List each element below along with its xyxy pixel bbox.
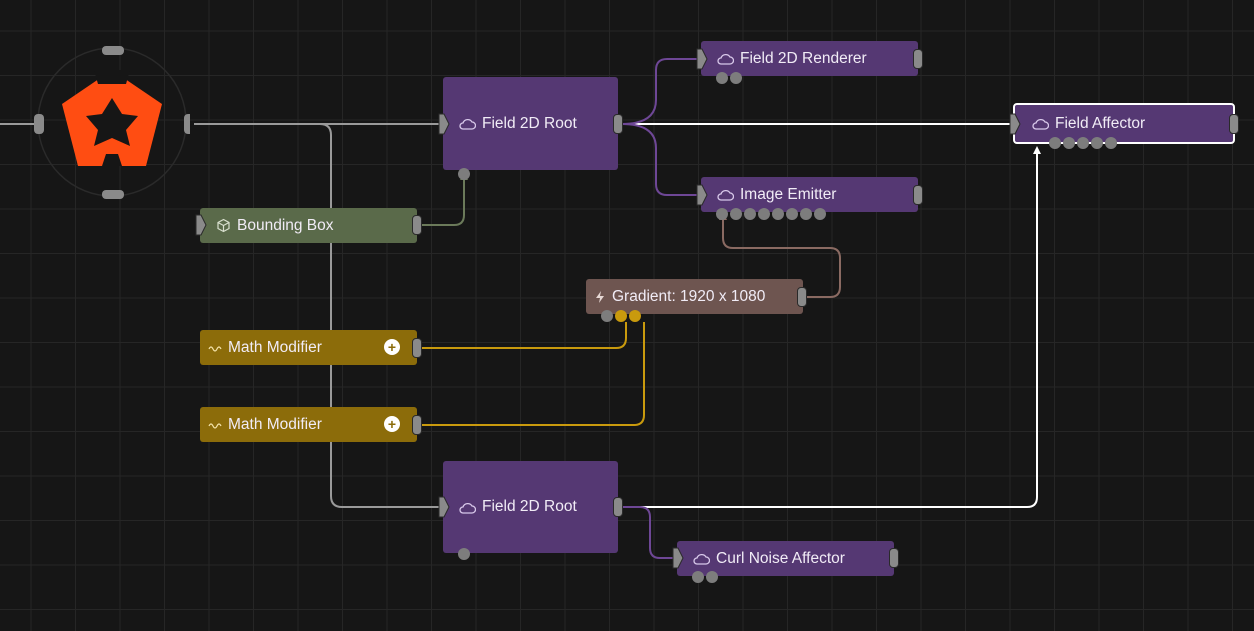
input-port[interactable]	[438, 113, 450, 135]
slot-dot[interactable]	[1105, 137, 1117, 149]
slot-dot[interactable]	[716, 208, 728, 220]
node-label: Math Modifier	[228, 415, 322, 433]
cube-icon	[217, 218, 230, 233]
image-emitter-node[interactable]: Image Emitter	[701, 177, 918, 212]
node-label: Field 2D Root	[482, 114, 577, 132]
bolt-icon	[596, 290, 604, 303]
cloud-icon	[717, 189, 734, 201]
field-affector-node[interactable]: Field Affector	[1013, 103, 1235, 144]
node-label: Gradient: 1920 x 1080	[612, 287, 766, 305]
slot-dot[interactable]	[730, 208, 742, 220]
plus-icon[interactable]: +	[384, 339, 400, 355]
input-arrow	[1033, 146, 1041, 154]
output-port[interactable]	[889, 548, 899, 568]
output-port[interactable]	[913, 49, 923, 69]
wire-root1-to-emitter	[621, 123, 700, 196]
wire-logo-to-root2	[319, 123, 442, 508]
node-label: Curl Noise Affector	[716, 549, 845, 567]
math-modifier-node[interactable]: Math Modifier	[200, 407, 417, 442]
node-label: Math Modifier	[228, 338, 322, 356]
slot-dot[interactable]	[1091, 137, 1103, 149]
logo-node[interactable]	[34, 44, 194, 200]
field-2d-renderer-node[interactable]: Field 2D Renderer	[701, 41, 918, 76]
slot-dot[interactable]	[758, 208, 770, 220]
wave-icon	[208, 422, 222, 429]
math-modifier-node[interactable]: Math Modifier	[200, 330, 417, 365]
slot-dot[interactable]	[601, 310, 613, 322]
slot-dot[interactable]	[1049, 137, 1061, 149]
curl-noise-affector-node[interactable]: Curl Noise Affector	[677, 541, 894, 576]
wire-root2-to-curl	[622, 506, 676, 559]
output-port[interactable]	[412, 415, 422, 435]
gradient-node[interactable]: Gradient: 1920 x 1080	[586, 279, 803, 314]
output-port[interactable]	[913, 185, 923, 205]
node-slots	[692, 571, 718, 583]
wire-root2-to-affector	[622, 150, 1038, 508]
slot-dot[interactable]	[1077, 137, 1089, 149]
node-slots	[458, 548, 470, 560]
output-port[interactable]	[613, 114, 623, 134]
cloud-icon	[459, 502, 476, 514]
wire-gradient-to-emitter	[722, 218, 841, 298]
cloud-icon	[717, 53, 734, 65]
field-2d-root-node[interactable]: Field 2D Root	[443, 461, 618, 553]
bounding-box-node[interactable]: Bounding Box	[200, 208, 417, 243]
wire-root1-to-renderer	[621, 58, 700, 125]
slot-dot[interactable]	[1063, 137, 1075, 149]
slot-dot[interactable]	[800, 208, 812, 220]
slot-dot[interactable]	[706, 571, 718, 583]
slot-dot[interactable]	[458, 168, 470, 180]
node-slots	[601, 310, 641, 322]
slot-dot[interactable]	[458, 548, 470, 560]
input-port[interactable]	[195, 214, 207, 236]
output-port[interactable]	[412, 338, 422, 358]
node-label: Image Emitter	[740, 185, 837, 203]
node-label: Field 2D Root	[482, 498, 577, 515]
slot-dot[interactable]	[716, 72, 728, 84]
output-port[interactable]	[1229, 114, 1239, 134]
notch-logo-icon	[34, 46, 194, 199]
field-2d-root-node[interactable]: Field 2D Root	[443, 77, 618, 170]
node-slots	[716, 72, 742, 84]
node-label: Bounding Box	[237, 216, 334, 234]
node-label: Field 2D Renderer	[740, 49, 867, 67]
slot-dot[interactable]	[786, 208, 798, 220]
node-slots	[458, 168, 470, 180]
slot-dot[interactable]	[629, 310, 641, 322]
wire-bbox-to-root1	[421, 176, 465, 226]
node-slots	[716, 208, 826, 220]
cloud-icon	[459, 118, 476, 130]
cloud-icon	[693, 553, 710, 565]
plus-icon[interactable]: +	[384, 416, 400, 432]
node-slots	[1049, 137, 1117, 149]
slot-dot[interactable]	[692, 571, 704, 583]
output-port[interactable]	[797, 287, 807, 307]
node-label: Field Affector	[1055, 114, 1146, 132]
input-port[interactable]	[672, 547, 684, 569]
slot-dot[interactable]	[772, 208, 784, 220]
slot-dot[interactable]	[744, 208, 756, 220]
slot-dot[interactable]	[814, 208, 826, 220]
cloud-icon	[1032, 118, 1049, 130]
output-port[interactable]	[613, 497, 623, 517]
wire-mod2-to-gradient	[421, 322, 645, 426]
input-port[interactable]	[1009, 113, 1021, 135]
wave-icon	[208, 345, 222, 352]
wire-mod1-to-gradient	[421, 322, 627, 349]
slot-dot[interactable]	[615, 310, 627, 322]
input-port[interactable]	[696, 48, 708, 70]
input-port[interactable]	[438, 496, 450, 518]
input-port[interactable]	[696, 184, 708, 206]
output-port[interactable]	[412, 215, 422, 235]
slot-dot[interactable]	[730, 72, 742, 84]
